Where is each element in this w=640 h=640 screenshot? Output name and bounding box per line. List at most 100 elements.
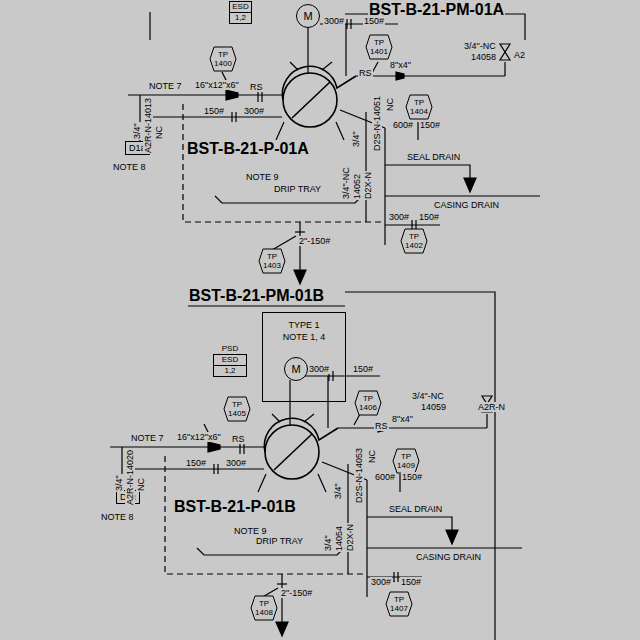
- pipe-annotation: RS: [358, 68, 373, 78]
- node-text: TP: [354, 394, 382, 403]
- pipe-annotation: 300#: [308, 364, 330, 374]
- pipe-annotation: A2: [513, 50, 526, 60]
- pipe-annotation: 300#: [388, 212, 410, 222]
- pipe-annotation: DRIP TRAY: [255, 536, 304, 546]
- node-text: TP: [250, 599, 278, 608]
- node-text: 1407: [385, 604, 413, 613]
- pipe-annotation: NC: [367, 449, 377, 464]
- test-point-bubble: TP1406: [354, 390, 382, 416]
- pipe-annotation: 3/4": [333, 482, 343, 500]
- node-text: 1401: [365, 47, 393, 56]
- node-text: 1404: [405, 107, 433, 116]
- test-point-bubble: TP1405: [223, 396, 251, 422]
- shutdown-frame: ESD1,2: [213, 354, 247, 377]
- pipe-annotation: NOTE 9: [245, 172, 280, 182]
- node-text: 1409: [392, 461, 420, 470]
- test-point-bubble: TP1408: [250, 595, 278, 621]
- node-text: TP: [258, 252, 286, 261]
- bubble-shape: [224, 397, 250, 421]
- pipe-annotation: 3/4"-NC: [463, 41, 497, 51]
- pipe-annotation: 3/4": [132, 122, 142, 140]
- shutdown-frame: ESD1,2: [229, 1, 252, 24]
- test-point-bubble: TP1402: [400, 228, 428, 254]
- pipe-annotation: 3/4": [114, 474, 124, 492]
- pipe-annotation: 14054: [334, 525, 344, 552]
- pipe-annotation: 14059: [420, 402, 447, 412]
- pipe-annotation: D2S-N-14051: [372, 95, 382, 152]
- bubble-shape: [366, 35, 392, 59]
- pipe-annotation: 14052: [352, 173, 362, 200]
- node-text: M: [303, 12, 312, 21]
- pipe-annotation: 300#: [370, 577, 392, 587]
- pipe-annotation: 150#: [203, 106, 225, 116]
- pipe-annotation: 3/4": [323, 534, 333, 552]
- frame-lines: [150, 12, 525, 640]
- pipe-annotation: 150#: [185, 458, 207, 468]
- pipe-annotation: SEAL DRAIN: [406, 152, 461, 162]
- pump-train-b: [110, 371, 522, 636]
- pipe-annotation: 16"x12"x6": [194, 80, 240, 90]
- node-text: TYPE 1: [263, 319, 345, 331]
- pipe-annotation: SEAL DRAIN: [388, 504, 443, 514]
- pipe-annotation: RS: [374, 421, 389, 431]
- bubble-shape: [386, 592, 412, 616]
- test-point-bubble: TP1401: [365, 34, 393, 60]
- pipe-annotation: 8"x4": [391, 414, 414, 424]
- test-point-bubble: TP1400: [209, 46, 237, 72]
- node-text: 1405: [223, 409, 251, 418]
- node-text: 1408: [250, 608, 278, 617]
- pipe-annotation: 150#: [352, 364, 374, 374]
- node-text: M: [291, 365, 300, 374]
- pipe-annotation: 3/4": [351, 130, 361, 148]
- pipe-annotation: A2R-N-14020: [125, 449, 135, 506]
- equipment-tag: BST-B-21-P-01A: [186, 140, 310, 157]
- pipe-annotation: NC: [154, 125, 164, 140]
- pipe-line: [188, 292, 495, 640]
- equipment-tag: BST-B-21-PM-01B: [188, 287, 325, 304]
- node-text: 1406: [354, 403, 382, 412]
- pipe-annotation: 3/4"-NC: [341, 166, 351, 200]
- pipe-annotation: CASING DRAIN: [433, 200, 500, 210]
- pipe-annotation: 8"x4": [389, 60, 412, 70]
- pipe-annotation: 2"-150#: [298, 236, 331, 246]
- bubble-shape: [393, 449, 419, 473]
- pipe-annotation: 2"-150#: [280, 588, 313, 598]
- node-text: ESD: [214, 355, 246, 365]
- pipe-annotation: D2S-N-14053: [354, 447, 364, 504]
- pipe-annotation: 600#: [374, 472, 396, 482]
- bubble-shape: [401, 229, 427, 253]
- node-text: PSD: [213, 344, 247, 354]
- bubble-shape: [406, 95, 432, 119]
- node-text: TP: [385, 595, 413, 604]
- motor-circle: M: [296, 4, 320, 28]
- test-point-bubble: TP1409: [392, 448, 420, 474]
- pipe-annotation: A2R-N-14013: [143, 97, 153, 154]
- pipe-annotation: 300#: [323, 16, 345, 26]
- pipe-annotation: D2X-N: [345, 523, 355, 552]
- pipe-annotation: NOTE 7: [148, 81, 183, 91]
- shutdown-box: PSDESD1,2: [213, 344, 247, 377]
- node-text: TP: [223, 400, 251, 409]
- pipe-annotation: 600#: [392, 120, 414, 130]
- node-text: TP: [392, 452, 420, 461]
- equipment-tag: BST-B-21-P-01B: [173, 498, 297, 515]
- node-text: TP: [209, 50, 237, 59]
- bubble-shape: [355, 391, 381, 415]
- test-point-bubble: TP1404: [405, 94, 433, 120]
- pipe-annotation: NC: [385, 97, 395, 112]
- bubble-shape: [259, 249, 285, 273]
- node-text: NOTE 1, 4: [263, 331, 345, 343]
- pipe-annotation: 14058: [470, 52, 497, 62]
- motor-circle: M: [284, 357, 308, 381]
- pipe-annotation: 300#: [243, 106, 265, 116]
- node-text: ESD: [230, 2, 251, 12]
- bubble-shape: [251, 596, 277, 620]
- node-text: 1400: [209, 59, 237, 68]
- test-point-bubble: TP1403: [258, 248, 286, 274]
- node-text: TP: [405, 98, 433, 107]
- pipe-annotation: 3/4"-NC: [411, 391, 445, 401]
- pipe-annotation: 150#: [363, 16, 385, 26]
- motor-enclosure: TYPE 1NOTE 1, 4 M: [262, 312, 346, 402]
